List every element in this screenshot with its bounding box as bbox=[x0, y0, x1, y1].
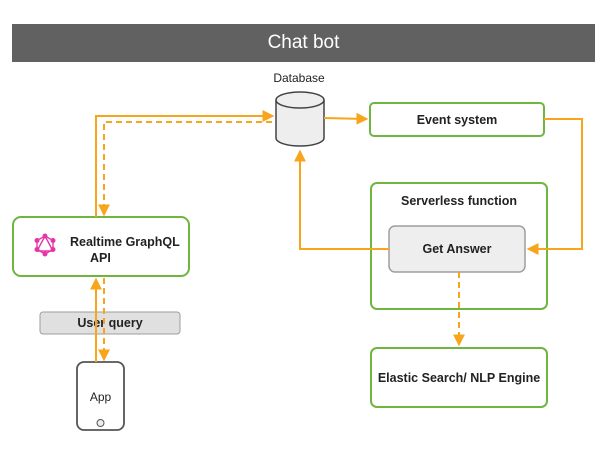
arrow-event-to-get-answer bbox=[526, 118, 583, 255]
get-answer-node: Get Answer bbox=[388, 225, 526, 273]
graphql-api-label-line1: Realtime GraphQL bbox=[70, 235, 180, 249]
event-system-label: Event system bbox=[417, 113, 498, 127]
app-label: App bbox=[90, 390, 112, 404]
arrow-get-answer-to-database bbox=[294, 149, 389, 250]
elastic-search-node: Elastic Search/ NLP Engine bbox=[370, 347, 548, 408]
database-cylinder-icon bbox=[275, 91, 325, 147]
diagram-title: Chat bot bbox=[267, 32, 340, 53]
database-label: Database bbox=[273, 71, 325, 85]
graphql-api-label-line2: API bbox=[90, 251, 111, 265]
event-system-node: Event system bbox=[369, 102, 545, 137]
graphql-api-node: Realtime GraphQL API bbox=[12, 216, 190, 277]
home-button-icon bbox=[96, 419, 105, 427]
user-query-node: User query bbox=[39, 311, 181, 335]
diagram-title-banner: Chat bot bbox=[12, 24, 595, 62]
arrow-database-to-graphql-dashed bbox=[98, 121, 272, 217]
arrow-database-to-event-system bbox=[323, 112, 369, 125]
arrow-graphql-to-database bbox=[95, 110, 275, 217]
graphql-logo-icon bbox=[34, 233, 56, 257]
app-node: App bbox=[76, 361, 125, 431]
get-answer-label: Get Answer bbox=[422, 242, 491, 256]
elastic-search-label: Elastic Search/ NLP Engine bbox=[378, 371, 540, 385]
user-query-label: User query bbox=[77, 316, 142, 330]
serverless-function-label: Serverless function bbox=[401, 194, 517, 208]
